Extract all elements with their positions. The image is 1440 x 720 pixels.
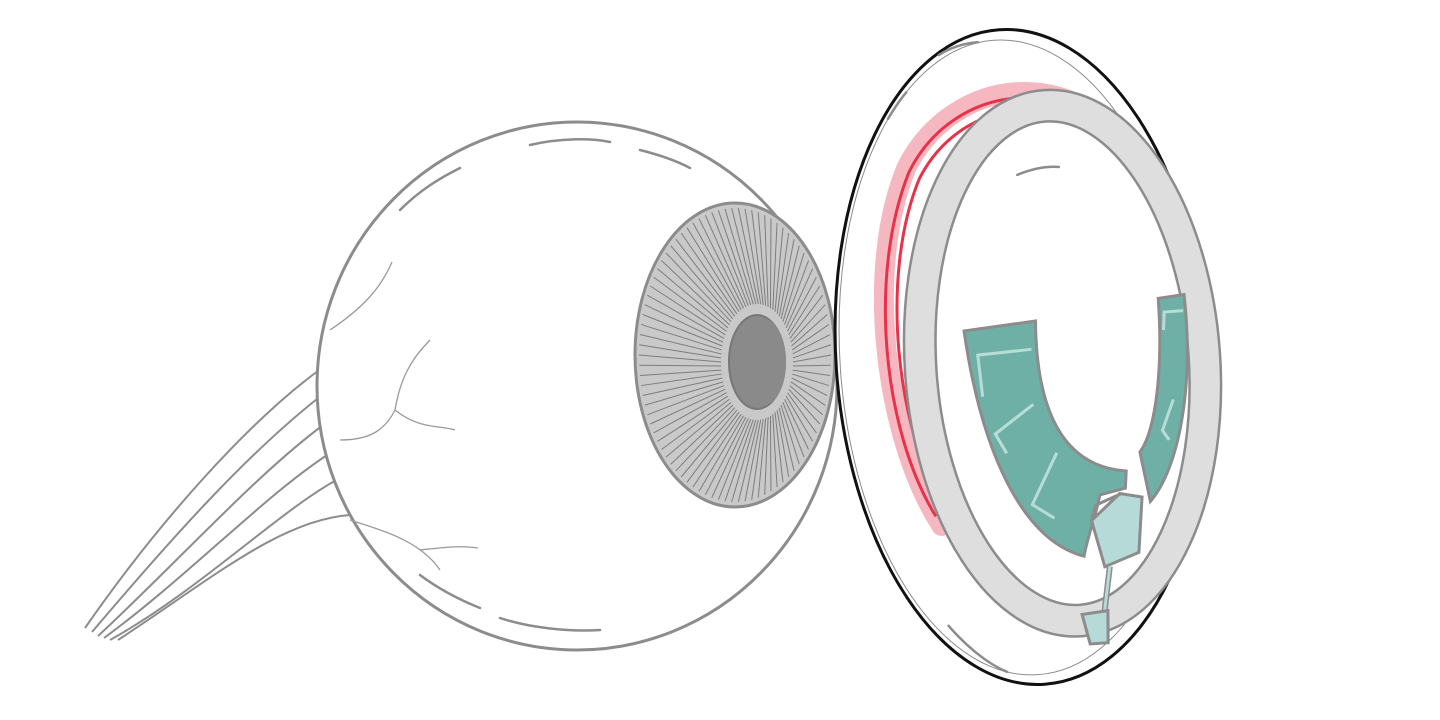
iris-fiber	[792, 373, 830, 387]
iris-fiber	[790, 381, 826, 406]
iris-fiber	[661, 260, 730, 326]
iris-fiber	[782, 252, 805, 322]
iris-fiber	[792, 334, 831, 355]
iris-fiber	[787, 276, 817, 332]
iris-fiber	[772, 414, 778, 488]
iris-fiber	[675, 407, 736, 472]
iris-fiber	[639, 344, 722, 359]
iris-fiber	[791, 314, 828, 347]
iris-fiber	[787, 392, 817, 434]
iris-fiber	[665, 252, 732, 323]
iris-fiber	[641, 373, 722, 387]
iris-fiber	[711, 418, 749, 498]
iris-fiber	[724, 419, 754, 502]
iris-fiber	[764, 215, 769, 307]
iris-fiber	[784, 260, 810, 325]
iris-fiber	[686, 227, 740, 313]
iris-fiber	[657, 268, 729, 329]
iris-fiber	[782, 402, 805, 458]
iris-fiber	[774, 412, 784, 483]
contact-lens	[833, 28, 1223, 686]
iris-fiber	[642, 314, 723, 347]
iris-fiber	[792, 354, 832, 363]
iris-fiber	[653, 392, 727, 434]
iris-fiber	[638, 354, 722, 363]
iris-fiber	[650, 388, 726, 425]
iris-fiber	[788, 285, 821, 336]
circuit-highlights	[976, 309, 1184, 520]
iris-fiber	[780, 245, 800, 320]
iris-fiber	[785, 268, 814, 329]
iris-fiber	[698, 415, 744, 492]
iris-fiber	[792, 369, 831, 376]
iris-fiber	[789, 385, 824, 416]
iris-fiber	[675, 238, 736, 317]
iris-fiber	[731, 207, 757, 305]
iris-fiber	[717, 418, 752, 500]
iris-fiber	[737, 419, 759, 503]
iris-fiber	[757, 212, 767, 306]
iris-fiber	[657, 395, 729, 442]
iris-fiber	[642, 377, 723, 397]
iris-fiber	[711, 212, 749, 306]
iris-fiber	[784, 399, 809, 450]
iris-fiber	[744, 419, 762, 502]
iris-fiber	[764, 417, 769, 495]
iris-fiber	[774, 227, 784, 312]
iris-fiber	[661, 398, 730, 450]
iris-fiber	[788, 388, 821, 425]
iris-fiber	[789, 294, 824, 339]
iris-fiber	[744, 208, 762, 305]
iris-fiber	[686, 411, 740, 483]
iris-fiber	[680, 409, 738, 478]
iris-fiber	[791, 324, 830, 351]
iris-fiber	[639, 369, 722, 376]
iris-fiber	[751, 210, 764, 305]
iris-fiber	[644, 381, 724, 406]
iris-fiber	[640, 323, 722, 351]
iris-fiber	[692, 413, 742, 488]
iris-fiber	[698, 218, 744, 309]
iris-fiber	[680, 232, 738, 315]
iris-fiber	[790, 304, 826, 343]
iris-fiber	[639, 334, 722, 355]
iris-fiber	[792, 344, 831, 359]
iris-fiber	[647, 294, 725, 339]
shine-marks	[398, 138, 692, 632]
iris-fiber	[778, 239, 795, 317]
iris-fiber	[704, 214, 747, 308]
iris-fiber	[724, 208, 754, 305]
iris-fiber	[670, 404, 734, 465]
chip	[1080, 491, 1144, 646]
optic-nerve	[84, 367, 351, 641]
iris-fiber	[692, 222, 742, 311]
iris-fiber	[731, 419, 757, 503]
iris-fiber	[665, 401, 732, 458]
iris-fiber	[772, 222, 778, 310]
iris-fiber	[776, 233, 790, 314]
iris-fiber	[649, 285, 726, 336]
lens-shine-marks	[886, 41, 1061, 674]
iris-fiber	[757, 418, 767, 498]
iris-fiber	[778, 407, 795, 471]
iris-fiber	[792, 364, 831, 367]
iris-fiber	[644, 304, 724, 343]
iris-fiber	[717, 210, 752, 306]
iris-fiber	[647, 385, 725, 416]
iris-fiber	[639, 364, 722, 367]
iris-fiber	[776, 409, 790, 477]
iris-fiber	[751, 419, 764, 500]
iris	[633, 201, 837, 509]
iris-fiber	[737, 207, 759, 305]
iris-fiber	[704, 416, 747, 496]
iris-fiber	[670, 245, 734, 320]
iris-fiber	[791, 377, 828, 396]
iris-fiber	[653, 276, 727, 332]
iris-fiber	[785, 395, 814, 442]
iris-fibers	[638, 207, 832, 503]
iris-fiber	[780, 404, 800, 465]
blood-vessels	[329, 261, 479, 571]
